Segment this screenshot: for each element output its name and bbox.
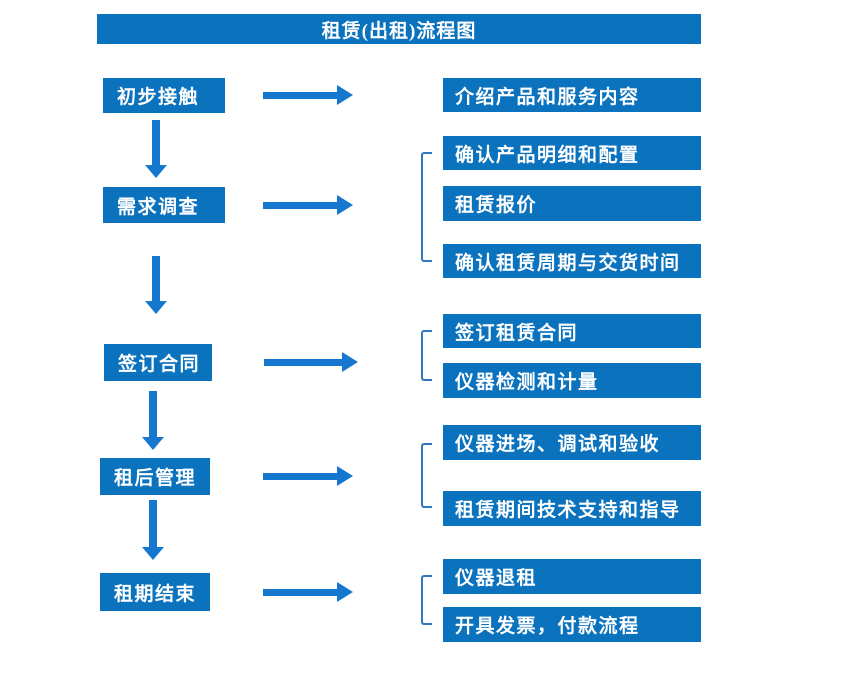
substep-box: 签订租赁合同 [443, 314, 701, 348]
down-arrow-head [142, 437, 164, 450]
right-arrow-head [337, 195, 353, 215]
substep-label: 租赁期间技术支持和指导 [455, 500, 681, 521]
down-arrow-head [145, 301, 167, 314]
right-arrow-shaft [263, 588, 337, 596]
stage-label: 初步接触 [117, 87, 200, 108]
right-arrow [263, 85, 353, 105]
down-arrow-head [145, 165, 167, 178]
stage-box: 租后管理 [100, 458, 210, 495]
stage-label: 签订合同 [118, 354, 201, 375]
down-arrow [142, 500, 164, 560]
right-arrow-shaft [264, 358, 342, 366]
bracket [421, 152, 432, 262]
right-arrow-shaft [263, 91, 337, 99]
bracket [421, 575, 432, 625]
substep-box: 确认产品明细和配置 [443, 136, 701, 170]
down-arrow-shaft [149, 500, 157, 547]
substep-label: 介绍产品和服务内容 [455, 86, 640, 108]
substep-box: 开具发票，付款流程 [443, 607, 701, 642]
substep-box: 确认租赁周期与交货时间 [443, 244, 701, 278]
substep-label: 仪器检测和计量 [455, 372, 599, 393]
substep-box: 仪器进场、调试和验收 [443, 425, 701, 460]
substep-box: 租赁期间技术支持和指导 [443, 491, 701, 526]
down-arrow-shaft [152, 120, 160, 165]
bracket [421, 330, 432, 381]
page-title: 租赁(出租)流程图 [321, 20, 477, 42]
down-arrow [142, 391, 164, 450]
right-arrow-head [337, 85, 353, 105]
substep-label: 确认产品明细和配置 [455, 144, 640, 166]
down-arrow [145, 256, 167, 314]
stage-box: 签订合同 [104, 344, 212, 381]
right-arrow-shaft [263, 472, 337, 480]
down-arrow-shaft [152, 256, 160, 301]
right-arrow [263, 466, 353, 486]
stage-label: 需求调查 [117, 196, 200, 218]
right-arrow-head [337, 466, 353, 486]
substep-label: 签订租赁合同 [455, 322, 579, 344]
stage-label: 租期结束 [114, 583, 197, 605]
right-arrow [263, 195, 353, 215]
down-arrow-shaft [149, 391, 157, 437]
right-arrow [263, 582, 353, 602]
stage-box: 需求调查 [103, 187, 225, 223]
substep-box: 租赁报价 [443, 186, 701, 221]
substep-label: 仪器退租 [455, 568, 538, 589]
down-arrow-head [142, 547, 164, 560]
right-arrow-head [342, 352, 358, 372]
substep-label: 开具发票，付款流程 [455, 616, 640, 637]
stage-label: 租后管理 [114, 468, 197, 489]
right-arrow [264, 352, 358, 372]
substep-label: 租赁报价 [455, 195, 538, 216]
right-arrow-shaft [263, 201, 337, 209]
substep-box: 仪器退租 [443, 559, 701, 594]
substep-box: 介绍产品和服务内容 [443, 78, 701, 112]
stage-box: 初步接触 [103, 78, 225, 113]
right-arrow-head [337, 582, 353, 602]
substep-box: 仪器检测和计量 [443, 363, 701, 398]
title-bar: 租赁(出租)流程图 [97, 14, 701, 44]
stage-box: 租期结束 [100, 573, 210, 611]
bracket [421, 443, 432, 508]
substep-label: 确认租赁周期与交货时间 [455, 252, 681, 274]
down-arrow [145, 120, 167, 178]
substep-label: 仪器进场、调试和验收 [455, 434, 661, 455]
